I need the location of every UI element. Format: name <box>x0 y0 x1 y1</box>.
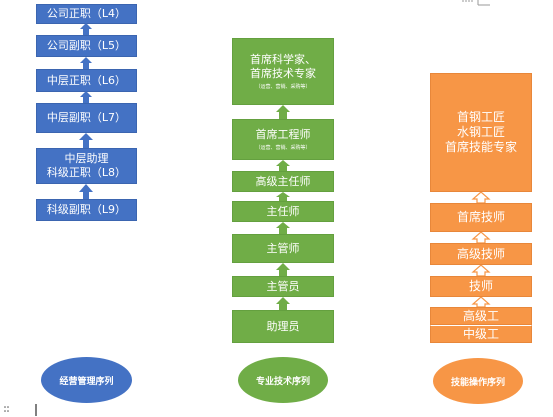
management-sequence-label: 经营管理序列 <box>41 357 132 403</box>
up-arrow-icon <box>79 184 93 199</box>
skilled-senior-worker-label: 高级工 <box>462 308 499 323</box>
technical-level-senior-supervisor: 高级主任师 <box>232 171 334 192</box>
up-arrow-icon <box>276 105 290 119</box>
management-level-l7-label: 中层副职（L7） <box>46 111 127 125</box>
technical-staff-label: 主管员 <box>266 279 300 293</box>
skilled-level-intermediate-worker: 中级工 <box>430 325 532 343</box>
technical-sequence-label: 专业技术序列 <box>238 357 328 403</box>
skilled-level-senior-technician: 高级技师 <box>430 243 532 265</box>
management-level-l4-label: 公司正职（L4） <box>46 7 127 21</box>
up-arrow-icon <box>80 57 92 69</box>
technical-level-assistant: 助理员 <box>232 310 334 343</box>
up-arrow-icon <box>471 191 491 204</box>
management-level-l9-label: 科级副职（L9） <box>46 203 127 217</box>
skilled-sequence-text: 技能操作序列 <box>450 377 505 388</box>
technical-lead-label: 主管师 <box>266 241 300 255</box>
skilled-intermediate-worker-label: 中级工 <box>462 326 499 341</box>
up-arrow-icon <box>276 192 290 201</box>
up-arrow-icon <box>276 297 290 310</box>
management-level-l5-label: 公司副职（L5） <box>46 39 127 53</box>
technical-supervisor-label: 主任师 <box>266 204 300 218</box>
up-arrow-icon <box>276 160 290 171</box>
technical-chief-engineer-label: 首席工程师 <box>255 128 311 141</box>
text-cursor-icon <box>35 404 37 416</box>
technical-chief-engineer-note: （运营、营销、采购等） <box>255 144 311 151</box>
skilled-top-line1: 首钢工匠 <box>456 110 505 124</box>
skilled-sequence-label: 技能操作序列 <box>433 358 523 404</box>
management-level-l8-label: 科级正职（L8） <box>46 166 127 179</box>
management-level-l6-label: 中层正职（L6） <box>46 73 127 87</box>
management-level-assistant-label: 中层助理 <box>64 152 109 166</box>
technical-level-chief-engineer: 首席工程师 （运营、营销、采购等） <box>232 119 334 160</box>
technical-assistant-label: 助理员 <box>266 319 300 333</box>
technical-level-lead: 主管师 <box>232 234 334 263</box>
management-level-l8: 中层助理 科级正职（L8） <box>36 148 137 184</box>
skilled-level-top: 首钢工匠 水钢工匠 首席技能专家 <box>430 73 532 192</box>
up-arrow-icon <box>276 263 290 276</box>
anchor-handle-icon <box>4 406 9 412</box>
skilled-technician-label: 技师 <box>468 279 493 293</box>
up-arrow-icon <box>471 296 491 308</box>
skilled-level-chief-technician: 首席技师 <box>430 203 532 232</box>
up-arrow-icon <box>471 264 491 277</box>
up-arrow-icon <box>79 133 93 148</box>
management-level-l5: 公司副职（L5） <box>36 35 137 57</box>
skilled-top-line3: 首席技能专家 <box>444 140 517 154</box>
skilled-chief-technician-label: 首席技师 <box>456 210 505 224</box>
skilled-senior-technician-label: 高级技师 <box>456 246 505 261</box>
management-level-l7: 中层副职（L7） <box>36 103 137 133</box>
technical-level-top: 首席科学家、 首席技术专家 （运营、营销、采购等） <box>232 38 334 105</box>
skilled-top-line2: 水钢工匠 <box>456 125 505 139</box>
technical-senior-supervisor-label: 高级主任师 <box>255 174 311 188</box>
management-sequence-text: 经营管理序列 <box>59 376 114 387</box>
up-arrow-icon <box>80 23 92 35</box>
technical-top-line2: 首席技术专家 <box>250 66 316 80</box>
up-arrow-icon <box>276 222 290 234</box>
up-arrow-icon <box>80 91 92 103</box>
corner-mark-icon <box>462 0 490 6</box>
technical-sequence-text: 专业技术序列 <box>255 376 310 387</box>
management-level-l9: 科级副职（L9） <box>36 199 137 221</box>
up-arrow-icon <box>471 231 491 244</box>
technical-top-line1: 首席科学家、 <box>250 53 316 67</box>
management-level-l6: 中层正职（L6） <box>36 69 137 92</box>
technical-top-note: （运营、营销、采购等） <box>255 83 311 90</box>
skilled-level-senior-worker: 高级工 <box>430 307 532 325</box>
skilled-level-technician: 技师 <box>430 276 532 297</box>
technical-level-staff: 主管员 <box>232 276 334 297</box>
technical-level-supervisor: 主任师 <box>232 201 334 222</box>
